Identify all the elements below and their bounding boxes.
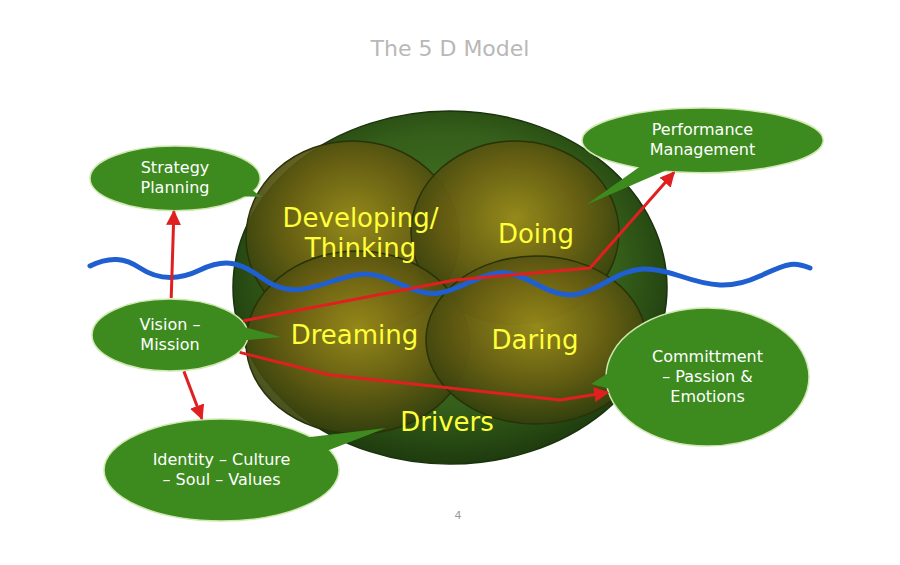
- model-label: Doing: [498, 220, 574, 250]
- page-number: 4: [446, 509, 470, 522]
- callout-bubble: Vision – Mission: [91, 298, 249, 372]
- shape-ellipse: [582, 108, 823, 173]
- model-label: Developing/ Thinking: [253, 204, 468, 264]
- callout-tail: [226, 172, 262, 197]
- red-arrow: [243, 173, 674, 321]
- slide-title: The 5 D Model: [0, 36, 900, 61]
- callout-text: Strategy Planning: [120, 158, 230, 198]
- callout-text: Performance Management: [622, 120, 782, 160]
- callout-text: Vision – Mission: [120, 315, 220, 355]
- callout-tail: [591, 368, 622, 392]
- model-label: Drivers: [400, 408, 494, 438]
- callout-bubble: Committment – Passion & Emotions: [605, 307, 810, 447]
- callout-bubble: Identity – Culture – Soul – Values: [103, 418, 340, 522]
- model-label: Dreaming: [291, 321, 419, 351]
- shape-ellipse: [90, 146, 260, 211]
- callout-tail: [226, 322, 281, 342]
- callout-bubble: Strategy Planning: [89, 145, 261, 212]
- red-arrow: [184, 371, 202, 418]
- shape-ellipse: [233, 111, 667, 464]
- callout-tail: [302, 428, 386, 452]
- shape-ellipse: [104, 419, 339, 521]
- callout-tail: [586, 158, 676, 205]
- wave-line: [90, 259, 810, 294]
- red-arrow: [171, 211, 174, 298]
- red-arrow: [240, 352, 608, 400]
- shape-ellipse: [606, 308, 809, 446]
- callout-text: Identity – Culture – Soul – Values: [147, 450, 297, 490]
- shape-ellipse: [92, 299, 248, 371]
- callout-bubble: Performance Management: [581, 107, 824, 174]
- model-label: Daring: [492, 326, 579, 356]
- model-ellipse: Drivers Developing/ Thinking DoingDreaming…: [232, 110, 668, 465]
- callout-text: Committment – Passion & Emotions: [648, 347, 768, 407]
